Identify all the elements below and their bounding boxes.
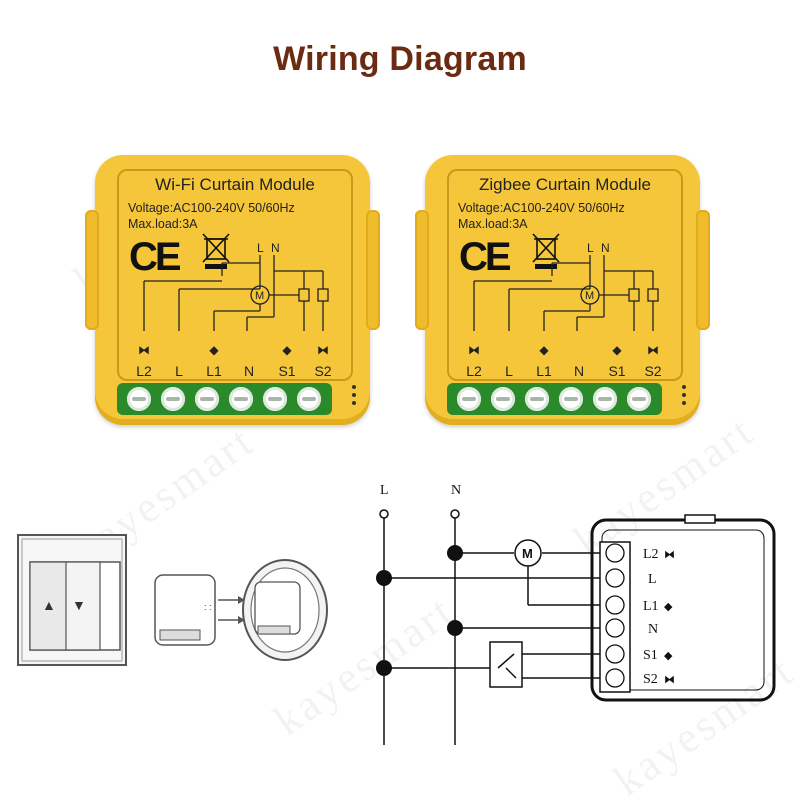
indicator-dots	[352, 385, 356, 409]
terminal-label: N	[573, 363, 585, 379]
module-schematic: M	[473, 255, 659, 331]
module-label-panel: Wi-Fi Curtain Module Voltage:AC100-240V …	[117, 169, 353, 381]
junction-box-icon	[242, 559, 328, 661]
svg-text:: :: : :	[204, 602, 212, 612]
top-terminal-label: L	[257, 241, 264, 255]
wiring-illustration: ▲ ▼ : : L N	[17, 483, 776, 745]
terminal-screw	[627, 387, 651, 411]
motor-label: M	[255, 290, 264, 302]
terminal-label: S1	[278, 363, 296, 379]
svg-text:⧓: ⧓	[664, 674, 675, 686]
svg-text:▼: ▼	[72, 597, 86, 613]
updown-symbol-icon: ◆	[539, 343, 549, 357]
terminal-label: N	[648, 622, 658, 637]
wall-switch-icon: ▲ ▼	[17, 534, 127, 666]
terminal-screw	[229, 387, 253, 411]
stop-symbol-icon: ⧓	[468, 343, 480, 357]
module-label-panel: Zigbee Curtain Module Voltage:AC100-240V…	[447, 169, 683, 381]
updown-symbol-icon: ◆	[612, 343, 622, 357]
wifi-curtain-module: Wi-Fi Curtain Module Voltage:AC100-240V …	[85, 155, 380, 425]
terminal-label: L1	[643, 599, 659, 614]
module-outline-icon: : :	[154, 574, 216, 646]
line-label: L	[380, 483, 389, 498]
mounting-ear	[366, 210, 380, 330]
module-name: Zigbee Curtain Module	[479, 175, 651, 194]
terminal-block	[447, 383, 662, 415]
top-terminal-label: L	[587, 241, 594, 255]
module-max-load: Max.load:3A	[458, 217, 528, 231]
terminal-label: L2	[643, 547, 659, 562]
terminal-label: S1	[608, 363, 626, 379]
terminal-screw	[491, 387, 515, 411]
weee-bin-icon	[532, 233, 560, 269]
terminal-label: S2	[643, 672, 658, 687]
terminal-label: L2	[136, 363, 152, 379]
mounting-ear	[415, 210, 429, 330]
terminal-label: N	[243, 363, 255, 379]
terminal-screw	[127, 387, 151, 411]
module-max-load: Max.load:3A	[128, 217, 198, 231]
module-voltage: Voltage:AC100-240V 50/60Hz	[128, 201, 295, 215]
terminal-label: L	[175, 363, 183, 379]
motor-label: M	[585, 290, 594, 302]
terminal-screw	[161, 387, 185, 411]
module-schematic: M	[143, 255, 329, 331]
motor-symbol-label: M	[522, 546, 533, 561]
terminal-screw	[593, 387, 617, 411]
terminal-label: S2	[644, 363, 662, 379]
top-terminal-label: N	[271, 241, 280, 255]
stop-symbol-icon: ⧓	[317, 343, 329, 357]
terminal-label: L2	[466, 363, 482, 379]
mounting-ear	[85, 210, 99, 330]
terminal-label: L1	[536, 363, 552, 379]
mounting-ear	[696, 210, 710, 330]
ce-mark: CE	[459, 235, 512, 279]
ce-mark: CE	[129, 235, 182, 279]
terminal-screw	[525, 387, 549, 411]
terminal-screw	[559, 387, 583, 411]
svg-text:▲: ▲	[42, 597, 56, 613]
updown-symbol-icon: ◆	[282, 343, 292, 357]
weee-bin-icon	[202, 233, 230, 269]
arrow-icon	[218, 596, 245, 624]
terminal-screw	[195, 387, 219, 411]
zigbee-curtain-module: Zigbee Curtain Module Voltage:AC100-240V…	[415, 155, 710, 425]
stop-symbol-icon: ⧓	[138, 343, 150, 357]
module-voltage: Voltage:AC100-240V 50/60Hz	[458, 201, 625, 215]
updown-symbol-icon: ◆	[209, 343, 219, 357]
terminal-label: S1	[643, 648, 658, 663]
svg-text:◆: ◆	[664, 601, 673, 613]
terminal-label: S2	[314, 363, 332, 379]
terminal-screw	[457, 387, 481, 411]
indicator-dots	[682, 385, 686, 409]
terminal-block	[117, 383, 332, 415]
svg-text:⧓: ⧓	[664, 549, 675, 561]
terminal-label: L	[505, 363, 513, 379]
module-wiring-outline	[590, 514, 776, 702]
terminal-screw	[297, 387, 321, 411]
terminal-screw	[263, 387, 287, 411]
neutral-label: N	[451, 483, 461, 498]
svg-text:◆: ◆	[664, 650, 673, 662]
stop-symbol-icon: ⧓	[647, 343, 659, 357]
terminal-label: L	[648, 572, 657, 587]
page-title: Wiring Diagram	[273, 40, 527, 78]
terminal-label: L1	[206, 363, 222, 379]
top-terminal-label: N	[601, 241, 610, 255]
module-name: Wi-Fi Curtain Module	[155, 175, 315, 194]
